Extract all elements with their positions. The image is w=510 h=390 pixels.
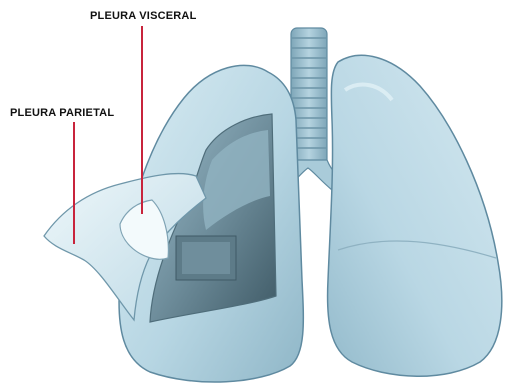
right-side-lung xyxy=(328,55,502,376)
pleura-visceral-label: PLEURA VISCERAL xyxy=(90,10,197,22)
pleura-parietal-label: PLEURA PARIETAL xyxy=(10,107,114,119)
